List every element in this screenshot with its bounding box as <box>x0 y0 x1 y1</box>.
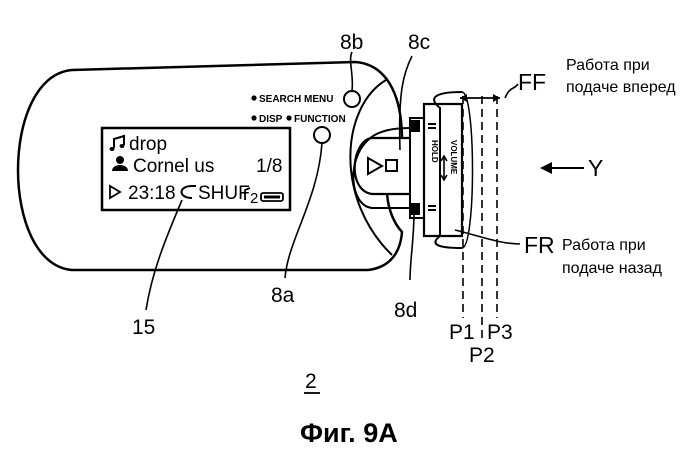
jog-key-contact-top <box>410 120 420 132</box>
ff-description-line2: подаче вперед <box>566 79 676 96</box>
p2-label: P2 <box>469 344 495 367</box>
function-label: FUNCTION <box>294 114 346 125</box>
ref-8a: 8a <box>271 284 295 307</box>
elapsed-time: 23:18 <box>128 183 176 204</box>
fr-description-line1: Работа при <box>562 237 646 254</box>
y-label: Y <box>588 155 603 181</box>
p3-label: P3 <box>487 321 513 344</box>
search-menu-label: SEARCH MENU <box>259 94 333 105</box>
volume-label: VOLUME <box>449 140 458 175</box>
ref-8d: 8d <box>394 299 417 322</box>
figure-caption: Фиг. 9A <box>300 418 398 448</box>
jog-key-contact-bottom <box>410 203 420 215</box>
p1-label: P1 <box>449 321 475 344</box>
mode-number: 2 <box>250 190 258 207</box>
shuffle-mode: SHUF <box>198 183 250 204</box>
ff-leader-line <box>505 84 518 98</box>
track-counter: 1/8 <box>256 156 282 177</box>
track-title: drop <box>129 134 167 155</box>
fr-description-line2: подаче назад <box>562 260 663 277</box>
hold-label: HOLD <box>430 140 439 163</box>
disp-dot <box>251 115 256 120</box>
ref-2: 2 <box>305 370 317 393</box>
fr-leader-line <box>455 230 520 244</box>
artist-name: Cornel us <box>133 156 214 177</box>
function-button[interactable] <box>314 127 330 143</box>
ref-8b: 8b <box>340 31 363 54</box>
search-menu-button[interactable] <box>344 91 360 107</box>
search-menu-dot <box>251 95 256 100</box>
ref-8c: 8c <box>408 31 430 54</box>
ff-label: FF <box>518 69 546 95</box>
ref-15: 15 <box>132 316 155 339</box>
y-direction-arrow <box>540 162 584 174</box>
battery-level <box>264 196 280 199</box>
ref-8d-leader <box>410 212 414 280</box>
disp-label: DISP <box>259 114 283 125</box>
ff-description-line1: Работа при <box>566 57 650 74</box>
ff-double-arrow <box>460 94 500 102</box>
function-dot <box>286 115 291 120</box>
fr-label: FR <box>524 232 555 258</box>
